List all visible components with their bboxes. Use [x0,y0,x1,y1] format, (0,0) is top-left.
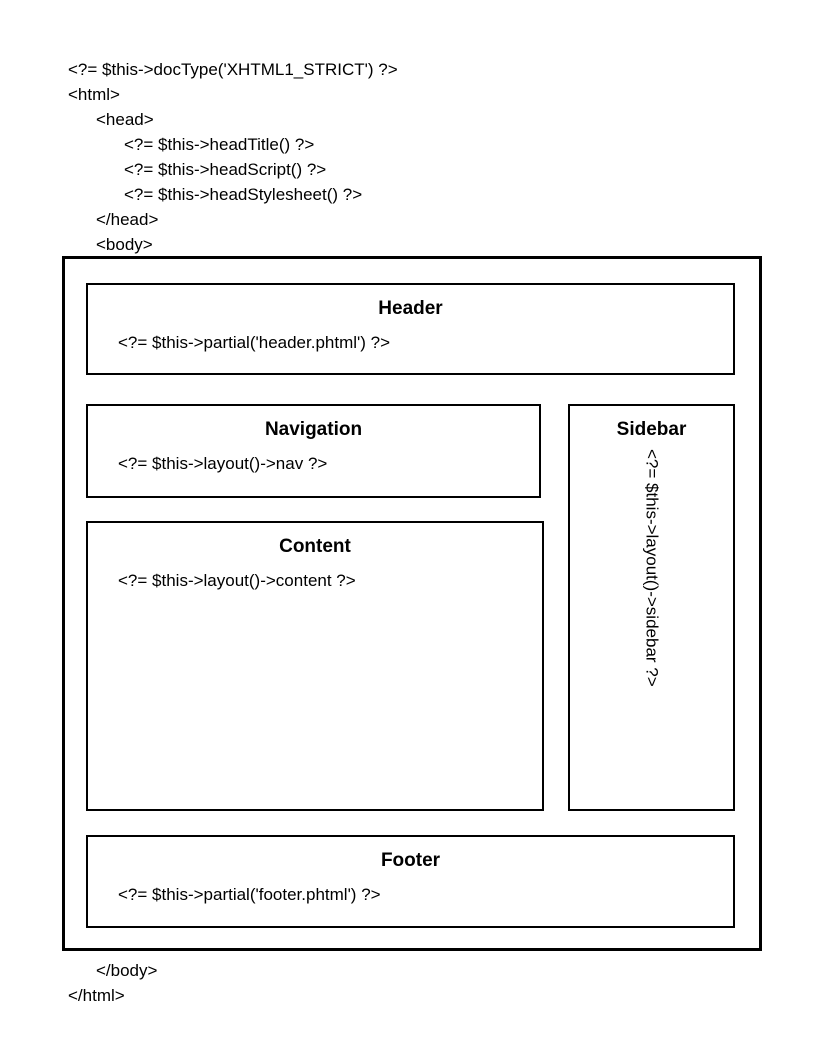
header-box-title: Header [378,298,443,319]
navigation-box: Navigation <?= $this->layout()->nav ?> [86,404,541,498]
content-box: Content <?= $this->layout()->content ?> [86,521,544,811]
navigation-box-title: Navigation [264,419,363,440]
code-line-html-close: </html> [68,986,125,1005]
code-line-body-open: <body> [96,235,153,254]
sidebar-box-title: Sidebar [616,419,687,440]
footer-box-title: Footer [380,850,441,871]
navigation-box-code: <?= $this->layout()->nav ?> [118,454,328,473]
top-code-block: <?= $this->docType('XHTML1_STRICT') ?> <… [68,57,398,257]
content-box-code: <?= $this->layout()->content ?> [118,571,356,590]
footer-box: Footer <?= $this->partial('footer.phtml'… [86,835,735,928]
bottom-code-block: </body> </html> [68,958,157,1008]
code-line-head-title: <?= $this->headTitle() ?> [124,135,315,154]
sidebar-box-code: <?= $this->layout()->sidebar ?> [642,449,662,687]
code-line-body-close: </body> [96,961,158,980]
body-outline-box: Header <?= $this->partial('header.phtml'… [62,256,762,951]
header-box: Header <?= $this->partial('header.phtml'… [86,283,735,375]
code-line-head-script: <?= $this->headScript() ?> [124,160,327,179]
code-line-head-open: <head> [96,110,154,129]
sidebar-box: Sidebar <?= $this->layout()->sidebar ?> [568,404,735,811]
code-line-html-open: <html> [68,85,120,104]
code-line-head-close: </head> [96,210,159,229]
code-line-head-stylesheet: <?= $this->headStylesheet() ?> [124,185,363,204]
header-box-code: <?= $this->partial('header.phtml') ?> [118,333,391,352]
content-box-title: Content [279,536,351,557]
footer-box-code: <?= $this->partial('footer.phtml') ?> [118,885,381,904]
code-line-doctype: <?= $this->docType('XHTML1_STRICT') ?> [68,60,398,79]
